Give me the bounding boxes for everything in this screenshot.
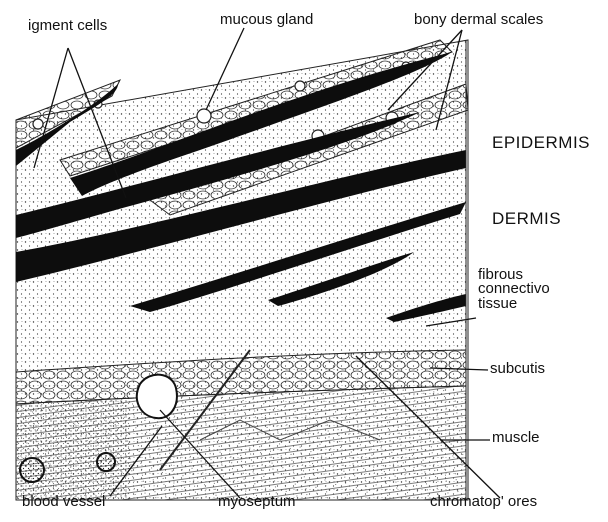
- label-fibrous-connective-tissue: fibrous connectivo tissue: [478, 268, 568, 311]
- label-bony-dermal-scales: bony dermal scales: [414, 12, 543, 27]
- label-mucous-gland: mucous gland: [220, 12, 313, 27]
- label-subcutis: subcutis: [490, 361, 545, 376]
- label-dermis: DERMIS: [492, 210, 561, 227]
- label-muscle: muscle: [492, 430, 540, 445]
- label-blood-vessel: blood vessel: [22, 494, 105, 509]
- label-chromatophores: chromatop' ores: [430, 494, 537, 509]
- label-pigment-cells: igment cells: [28, 18, 107, 33]
- label-myoseptum: myoseptum: [218, 494, 296, 509]
- label-epidermis: EPIDERMIS: [492, 134, 590, 151]
